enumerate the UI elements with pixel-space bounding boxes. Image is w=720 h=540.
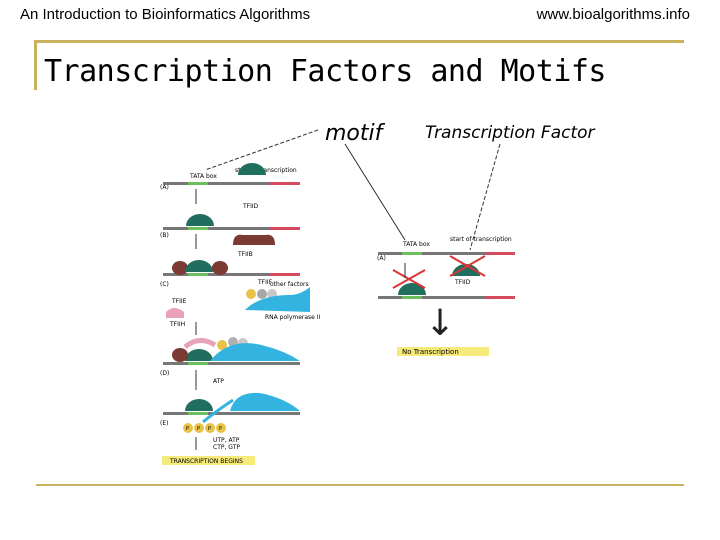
no-transcription-box xyxy=(397,347,489,356)
bottom-rule xyxy=(36,484,684,486)
phosphate-4 xyxy=(216,423,226,433)
tata-box-c xyxy=(188,273,208,276)
left-rule xyxy=(34,40,37,90)
tfiid-e xyxy=(185,399,213,411)
right-tfiid-label: TFIID xyxy=(454,279,471,286)
dna-strand-d xyxy=(163,362,300,365)
begins-box xyxy=(162,456,255,465)
phosphate-label-2: P xyxy=(197,426,200,432)
right-tata-box-1 xyxy=(402,252,422,255)
tfiid-label-a: TFIID xyxy=(242,203,259,210)
no-transcription-label: No Transcription xyxy=(402,348,459,356)
tata-box-d xyxy=(188,362,208,365)
step-b-label: (B) xyxy=(160,232,169,239)
tfiih-label: TFIIH xyxy=(169,321,185,328)
promoter-b xyxy=(270,227,300,230)
rna-pol-d xyxy=(210,343,300,361)
tfiid-d xyxy=(185,349,213,361)
down-arrow: ↓ xyxy=(425,303,455,344)
tfiid-b xyxy=(186,214,214,226)
phosphate-label-4: P xyxy=(219,426,222,432)
utp-atp-label: UTP, ATP xyxy=(213,437,240,444)
tfiib-label-b: TFIIB xyxy=(237,251,253,258)
dna-strand-e xyxy=(163,412,300,415)
atp-label: ATP xyxy=(213,378,224,385)
phosphate-3 xyxy=(205,423,215,433)
motif-label: motif xyxy=(325,121,386,146)
step-d-label: (D) xyxy=(160,370,169,377)
transcription-factor-label: Transcription Factor xyxy=(425,123,596,143)
ctp-gtp-label: CTP, GTP xyxy=(213,444,240,451)
right-promoter-2 xyxy=(485,296,515,299)
dna-strand-b xyxy=(163,227,300,230)
factor-d1 xyxy=(217,340,227,350)
tfiid-a xyxy=(238,163,266,175)
left-tata-label: TATA box xyxy=(189,173,217,180)
rna-pol-label: RNA polymerase II xyxy=(265,314,321,321)
transcription-diagram: motif Transcription Factor TATA box star… xyxy=(160,121,596,465)
tfiie-d xyxy=(183,338,217,349)
step-a-label: (A) xyxy=(160,184,169,191)
slide-title: Transcription Factors and Motifs xyxy=(44,54,606,89)
left-start-label: start of transcription xyxy=(235,167,297,174)
dna-strand-a xyxy=(163,182,300,185)
pointer-lines xyxy=(204,129,501,251)
dna-strand-c xyxy=(163,273,300,276)
step-e-label: (E) xyxy=(160,420,168,427)
promoter-a xyxy=(270,182,300,185)
other-factors-label: other factors xyxy=(270,281,309,288)
tata-box-a xyxy=(188,182,208,185)
right-cross-2 xyxy=(392,269,426,289)
step-c-label: (C) xyxy=(160,281,169,288)
phosphate-1 xyxy=(183,423,193,433)
tfiie-shape xyxy=(166,308,184,318)
header-course-title: An Introduction to Bioinformatics Algori… xyxy=(20,6,311,23)
phosphate-label-1: P xyxy=(186,426,189,432)
right-dna-strand-1 xyxy=(378,252,515,255)
tfiid-c xyxy=(185,260,213,272)
right-panel: TATA box start of transcription (A) TFII… xyxy=(377,236,515,356)
tata-box-b xyxy=(188,227,208,230)
tfiie-label: TFIIE xyxy=(171,298,187,305)
tfiib-b xyxy=(233,234,275,245)
begins-label: TRANSCRIPTION BEGINS xyxy=(169,458,243,465)
ctd-tail xyxy=(202,398,234,424)
promoter-c xyxy=(270,273,300,276)
left-panel: TATA box start of transcription (A) TFII… xyxy=(160,163,321,465)
phosphate-2 xyxy=(194,423,204,433)
right-tata-label: TATA box xyxy=(402,241,430,248)
rna-pol-c xyxy=(245,287,310,312)
right-tata-box-2 xyxy=(402,296,422,299)
right-dna-strand-2 xyxy=(378,296,515,299)
factor-2 xyxy=(257,289,267,299)
right-step-label: (A) xyxy=(377,255,386,262)
tfiib-c2 xyxy=(212,261,228,275)
tfiib-c xyxy=(172,261,188,275)
tfiib-d xyxy=(172,348,188,362)
header-website: www.bioalgorithms.info xyxy=(536,6,690,23)
right-start-label: start of transcription xyxy=(450,236,512,243)
rna-pol-e xyxy=(230,392,300,411)
right-tfiid-2 xyxy=(398,283,426,295)
right-promoter-1 xyxy=(485,252,515,255)
tfiif-label-c: TFIIF xyxy=(257,279,273,286)
right-tfiid-1 xyxy=(452,264,480,276)
factor-1 xyxy=(246,289,256,299)
tata-box-e xyxy=(188,412,208,415)
top-rule xyxy=(34,40,684,43)
phosphate-label-3: P xyxy=(208,426,211,432)
right-cross-1 xyxy=(449,255,486,277)
